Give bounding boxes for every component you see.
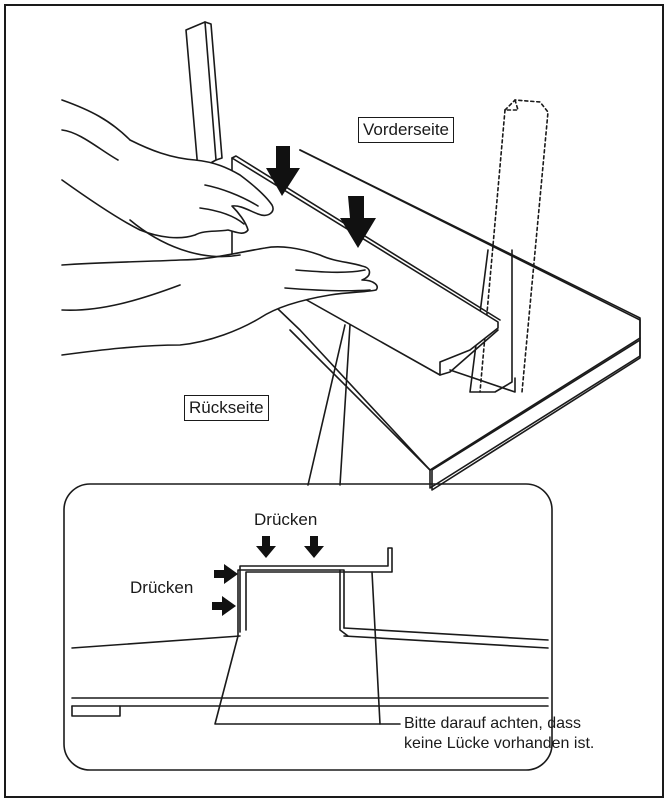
gap-note-line-2: keine Lücke vorhanden ist. xyxy=(404,735,595,752)
gap-note-line-1: Bitte darauf achten, dass xyxy=(404,715,581,732)
press-arrow-left-main xyxy=(266,146,300,196)
press-top-label: Drücken xyxy=(254,510,318,529)
detail-inset-drawing xyxy=(71,547,549,725)
press-arrow-right-main xyxy=(340,196,376,248)
lower-hand xyxy=(61,219,378,356)
left-post xyxy=(185,21,223,171)
upper-hand xyxy=(61,99,274,239)
callout-lines xyxy=(307,324,351,486)
press-left-label: Drücken xyxy=(130,578,194,597)
right-post-dashed xyxy=(479,99,549,393)
press-arrow-right-1 xyxy=(214,564,238,584)
press-arrow-down-2 xyxy=(304,536,324,558)
detail-inset-box xyxy=(63,483,553,771)
press-arrow-right-2 xyxy=(212,596,236,616)
back-side-label: Rückseite xyxy=(184,395,269,421)
gap-note: Bitte darauf achten, dass keine Lücke vo… xyxy=(404,714,664,754)
front-side-label: Vorderseite xyxy=(358,117,454,143)
press-arrow-down-1 xyxy=(256,536,276,558)
